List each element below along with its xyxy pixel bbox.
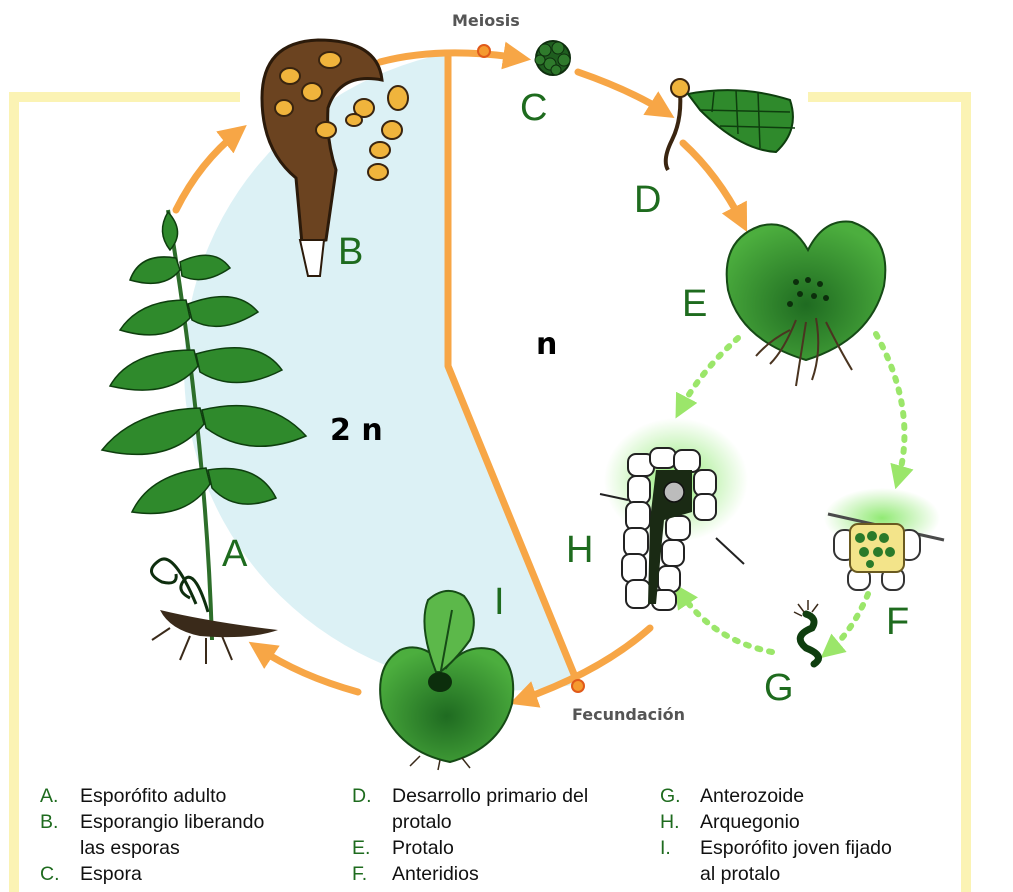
label-H: H	[566, 529, 593, 571]
legend-key: B.	[40, 809, 80, 861]
dotted-E-to-H	[680, 338, 738, 410]
legend-text: Esporófito adulto	[80, 783, 226, 809]
dotted-E-to-F	[876, 334, 904, 480]
legend-item: I.Esporófito joven fijado al protalo	[660, 835, 892, 887]
antheridium-illustration	[824, 488, 944, 590]
label-C: C	[520, 87, 547, 129]
spore-illustration	[535, 41, 570, 75]
fertilization-label: Fecundación	[572, 705, 685, 724]
label-B: B	[338, 231, 363, 273]
label-F: F	[886, 601, 909, 643]
legend-item: B.Esporangio liberando las esporas	[40, 809, 264, 861]
legend-column-2: D.Desarrollo primario del protalo E.Prot…	[352, 783, 588, 887]
antherozoid-illustration	[794, 600, 819, 664]
legend-text: Esporófito joven fijado al protalo	[700, 835, 892, 887]
legend-text: Arquegonio	[700, 809, 800, 835]
legend-column-1: A.Esporófito adulto B.Esporangio liberan…	[40, 783, 264, 887]
legend-text: Anteridios	[392, 861, 479, 887]
dotted-F-to-G	[828, 594, 868, 652]
diploid-label: 2 n	[330, 413, 383, 448]
label-I: I	[494, 581, 505, 623]
label-G: G	[764, 667, 794, 709]
legend-item: D.Desarrollo primario del protalo	[352, 783, 588, 835]
legend-key: A.	[40, 783, 80, 809]
arrow-D-to-E	[683, 143, 742, 222]
haploid-label: n	[536, 327, 557, 362]
legend: A.Esporófito adulto B.Esporangio liberan…	[40, 783, 1000, 892]
legend-key: D.	[352, 783, 392, 835]
legend-item: A.Esporófito adulto	[40, 783, 264, 809]
legend-key: I.	[660, 835, 700, 887]
legend-item: H.Arquegonio	[660, 809, 892, 835]
legend-text: Protalo	[392, 835, 454, 861]
arrow-A-to-B	[176, 132, 238, 210]
dotted-G-to-H	[680, 592, 772, 652]
legend-key: G.	[660, 783, 700, 809]
primary-prothallus-illustration	[666, 79, 795, 170]
legend-item: E.Protalo	[352, 835, 588, 861]
legend-item: C.Espora	[40, 861, 264, 887]
meiosis-label: Meiosis	[452, 11, 520, 30]
legend-text: Desarrollo primario del protalo	[392, 783, 588, 835]
legend-text: Esporangio liberando las esporas	[80, 809, 264, 861]
legend-key: F.	[352, 861, 392, 887]
legend-item: F.Anteridios	[352, 861, 588, 887]
label-E: E	[682, 283, 707, 325]
fertilization-marker	[572, 680, 584, 692]
meiosis-marker	[478, 45, 490, 57]
legend-column-3: G.Anterozoide H.Arquegonio I.Esporófito …	[660, 783, 892, 887]
arrow-C-to-D	[578, 72, 665, 112]
arrow-I-to-A	[258, 648, 358, 692]
legend-key: E.	[352, 835, 392, 861]
label-A: A	[222, 533, 248, 575]
label-D: D	[634, 179, 661, 221]
legend-text: Espora	[80, 861, 142, 887]
legend-text: Anterozoide	[700, 783, 804, 809]
legend-key: C.	[40, 861, 80, 887]
archegonium-illustration	[600, 418, 748, 610]
legend-key: H.	[660, 809, 700, 835]
prothallus-illustration	[727, 222, 886, 386]
legend-item: G.Anterozoide	[660, 783, 892, 809]
